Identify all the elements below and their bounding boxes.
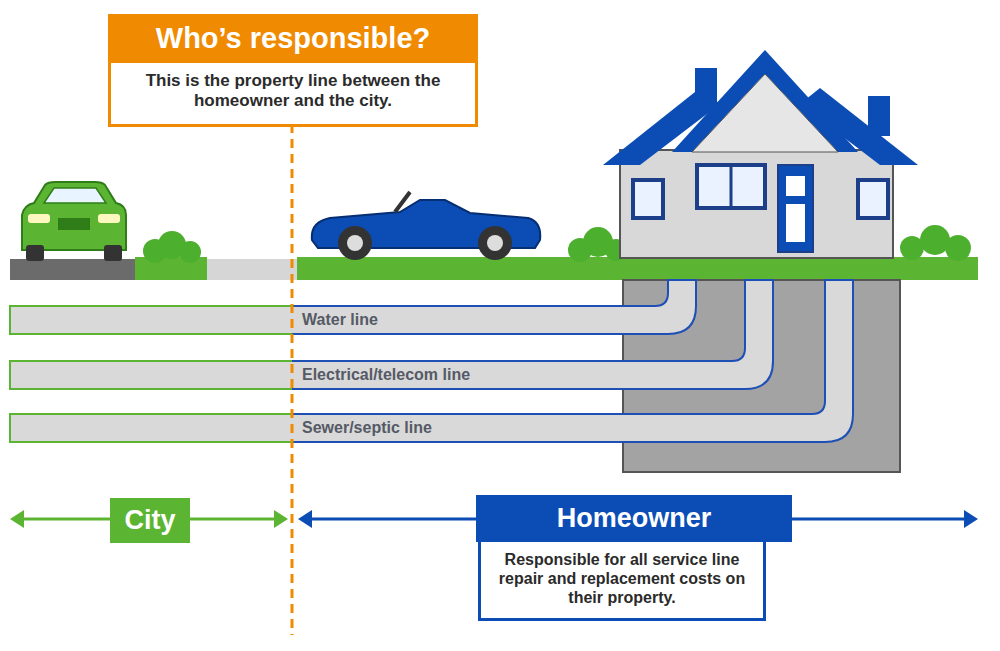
- bushes-part: [179, 241, 201, 263]
- house-part: [672, 50, 858, 152]
- blue-convertible-part: [347, 235, 363, 251]
- line-label: Water line: [296, 306, 378, 334]
- service-line-band: Sewer/septic line: [10, 414, 810, 442]
- property-line-part: [291, 124, 294, 635]
- blue-convertible-part: [338, 226, 372, 260]
- service-lines-part: [10, 280, 853, 442]
- responsibility-arrows-part: [10, 510, 24, 528]
- green-car-part: [98, 214, 120, 223]
- homeowner-text: Responsible for all service line repair …: [478, 542, 766, 621]
- callout-box: Who’s responsible?This is the property l…: [108, 14, 478, 127]
- blue-convertible: [312, 192, 540, 260]
- homeowner-title: Homeowner: [476, 495, 792, 542]
- service-lines-part: [10, 280, 773, 389]
- responsibility-arrows-part: [298, 510, 312, 528]
- city-line-outline-part: [10, 306, 292, 334]
- ground-part: [10, 259, 135, 280]
- service-lines: [10, 280, 853, 442]
- house-part: [786, 204, 805, 242]
- bushes-part: [945, 235, 971, 261]
- service-line-band: Water line: [10, 306, 650, 334]
- property-line: [292, 124, 293, 635]
- callout-title: Who’s responsible?: [108, 14, 478, 63]
- callout-text: This is the property line between the ho…: [108, 63, 478, 127]
- house-part: [697, 165, 765, 208]
- green-car-part: [26, 245, 44, 261]
- green-car-part: [44, 188, 106, 203]
- house-part: [620, 150, 893, 258]
- city-line-outline-part: [10, 361, 292, 389]
- blue-convertible-part: [478, 226, 512, 260]
- house: [603, 50, 918, 258]
- city-line-outline: [10, 306, 292, 442]
- house-part: [633, 180, 663, 218]
- green-car-part: [22, 182, 126, 250]
- ground-part: [297, 257, 978, 280]
- line-label: Electrical/telecom line: [296, 361, 470, 389]
- green-car-part: [104, 245, 122, 261]
- service-lines-part: [10, 280, 696, 334]
- house-part: [692, 74, 838, 152]
- city-line-outline-part: [10, 414, 292, 442]
- homeowner-box: HomeownerResponsible for all service lin…: [476, 495, 792, 621]
- green-car: [22, 182, 126, 261]
- blue-convertible-part: [395, 192, 410, 212]
- responsibility-arrows-part: [964, 510, 978, 528]
- house-part: [786, 176, 805, 196]
- blue-convertible-part: [487, 235, 503, 251]
- house-part: [730, 165, 733, 208]
- house-part: [778, 165, 813, 252]
- service-line-band: Electrical/telecom line: [10, 361, 730, 389]
- line-label: Sewer/septic line: [296, 414, 432, 442]
- city-box: City: [110, 498, 190, 543]
- city-label: City: [110, 498, 190, 543]
- house-part: [858, 180, 888, 218]
- green-car-part: [58, 218, 90, 230]
- ground-part: [207, 259, 297, 280]
- responsibility-arrows-part: [274, 510, 288, 528]
- green-car-part: [28, 214, 50, 223]
